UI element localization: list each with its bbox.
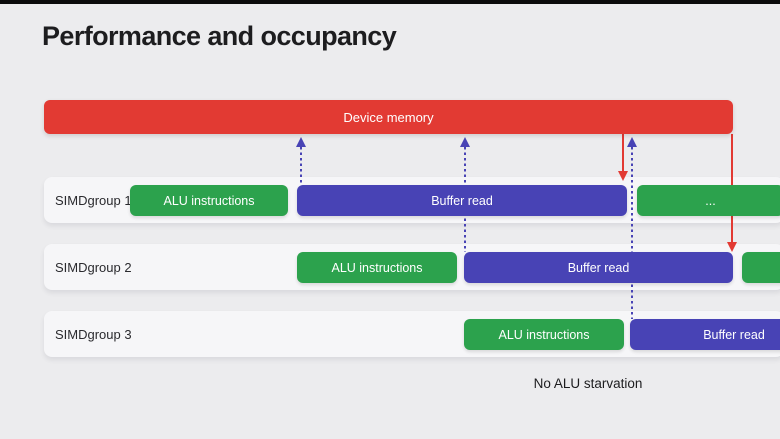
arrow-down-head-icon	[727, 242, 737, 252]
arrow-up-head-icon	[296, 137, 306, 147]
simdgroup-1-label: SIMDgroup 1	[55, 192, 132, 208]
simdgroup-2-label: SIMDgroup 2	[55, 259, 132, 275]
top-black-strip	[0, 0, 780, 4]
simdgroup-2-row: SIMDgroup 2	[44, 244, 780, 290]
buffer-request-arrow-icon	[295, 137, 307, 185]
slide-title: Performance and occupancy	[42, 21, 397, 51]
buffer-request-arrow-icon	[459, 137, 471, 252]
device-memory-bar: Device memory	[44, 100, 733, 134]
caption-text: No ALU starvation	[533, 376, 643, 391]
simdgroup-3-label: SIMDgroup 3	[55, 326, 132, 342]
simdgroup-1-row: SIMDgroup 1	[44, 177, 780, 223]
arrow-up-head-icon	[460, 137, 470, 147]
buffer-request-arrow-icon	[626, 137, 638, 319]
arrow-up-head-icon	[627, 137, 637, 147]
simdgroup-3-row: SIMDgroup 3	[44, 311, 780, 357]
arrow-down-head-icon	[618, 171, 628, 181]
memory-return-arrow-icon	[617, 134, 629, 181]
memory-return-arrow-icon	[726, 134, 738, 252]
device-memory-label: Device memory	[343, 109, 434, 125]
